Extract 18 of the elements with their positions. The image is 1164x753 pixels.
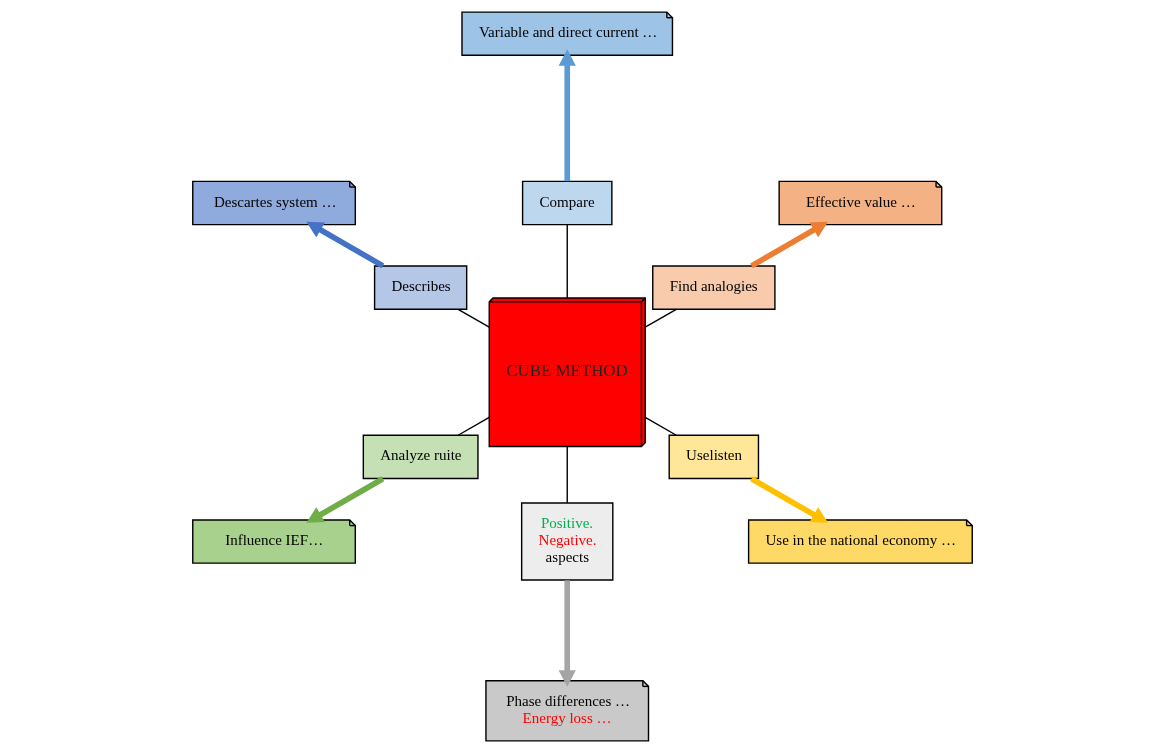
node-box: Describes (373, 265, 467, 310)
arrow (749, 476, 828, 523)
connector (566, 445, 568, 504)
node-box: Compare (521, 180, 613, 226)
arrow (749, 221, 828, 269)
connector (456, 308, 490, 328)
arrow (305, 221, 384, 269)
node-box: Positive. Negative. aspects (520, 502, 613, 581)
arrow (305, 476, 384, 523)
node-box: Uselisten (668, 434, 759, 480)
connector (644, 308, 677, 328)
node-box: Analyze ruite (362, 434, 479, 480)
connector (566, 223, 568, 299)
connector (644, 416, 677, 436)
arrow (558, 49, 576, 182)
arrow (558, 580, 576, 687)
node-box: Find analogies (651, 265, 776, 310)
connector (456, 416, 490, 436)
